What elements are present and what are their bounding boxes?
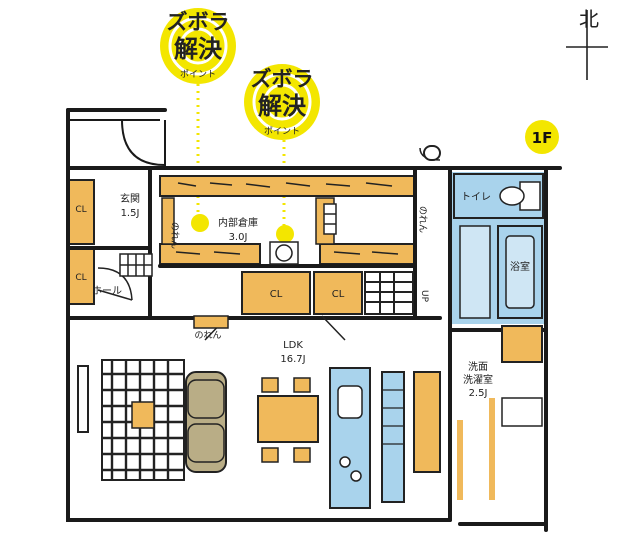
sofa bbox=[185, 371, 227, 473]
bench bbox=[193, 315, 229, 329]
bathtub bbox=[505, 235, 535, 309]
room-ldk-name: LDK bbox=[283, 340, 303, 351]
label-stair-up: UP bbox=[419, 290, 429, 303]
room-genkan-size: 1.5J bbox=[121, 208, 140, 219]
label-cl-left-top: CL bbox=[75, 205, 86, 215]
shoe-rack bbox=[119, 253, 153, 277]
callout-1-line3: ポイント bbox=[180, 69, 216, 80]
umbrella-rack bbox=[323, 203, 337, 235]
room-genkan-name: 玄関 bbox=[120, 192, 140, 205]
room-senmen-size: 2.5J bbox=[469, 388, 488, 399]
callout-2-line2: 解決 bbox=[258, 92, 307, 120]
room-bath-name: 浴室 bbox=[510, 260, 530, 273]
dining-set bbox=[257, 377, 319, 463]
stairs bbox=[364, 271, 414, 315]
room-toilet-name: トイレ bbox=[461, 192, 491, 203]
floor-badge-label: 1F bbox=[532, 129, 553, 147]
compass: 北 bbox=[566, 7, 608, 80]
laundry-fixtures bbox=[457, 325, 543, 500]
label-cl-mid-1: CL bbox=[270, 289, 283, 300]
window-left bbox=[77, 365, 89, 433]
closet-mid-1 bbox=[241, 271, 311, 315]
callout-2-line3: ポイント bbox=[264, 126, 300, 137]
callout-zubora-2: ズボラ 解決 ポイント bbox=[244, 64, 320, 243]
toilet-fixture bbox=[499, 181, 541, 211]
label-noren-3: のれん bbox=[194, 330, 221, 341]
room-naibu-souko-size: 3.0J bbox=[229, 232, 248, 243]
room-senmen-line2: 洗濯室 bbox=[463, 373, 493, 386]
closet-mid-2 bbox=[313, 271, 363, 315]
room-senmen-line1: 洗面 bbox=[468, 361, 488, 373]
callout-1-line2: 解決 bbox=[174, 35, 223, 63]
walls bbox=[66, 108, 562, 532]
floor-badge: 1F bbox=[525, 120, 559, 154]
room-naibu-souko-name: 内部倉庫 bbox=[218, 216, 258, 229]
callout-2-line1: ズボラ bbox=[251, 67, 314, 91]
room-hall-name: ホール bbox=[92, 285, 122, 297]
label-noren-2: のれん bbox=[417, 206, 428, 233]
callout-1-line1: ズボラ bbox=[167, 10, 230, 34]
kitchen-back-counter bbox=[381, 371, 441, 503]
callout-zubora-1: ズボラ 解決 ポイント bbox=[160, 8, 236, 232]
label-cl-mid-2: CL bbox=[332, 289, 345, 300]
label-cl-left-bottom: CL bbox=[75, 273, 86, 283]
kitchen-island bbox=[329, 367, 371, 509]
room-ldk-size: 16.7J bbox=[280, 354, 305, 365]
closet-left-top bbox=[67, 179, 95, 245]
compass-label: 北 bbox=[579, 7, 599, 31]
stool bbox=[423, 145, 441, 161]
washing-unit bbox=[269, 241, 299, 265]
label-noren-1: のれん bbox=[169, 222, 180, 249]
rug bbox=[101, 359, 185, 481]
storage-shelf-top bbox=[159, 175, 416, 197]
